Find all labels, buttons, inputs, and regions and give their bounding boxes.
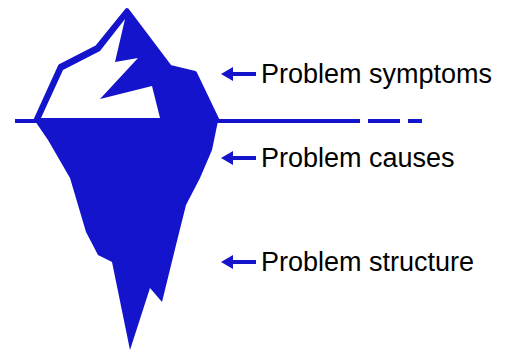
pointer-arrow-shaft: [230, 72, 256, 76]
iceberg-base: [35, 121, 218, 350]
pointer-arrow-shaft: [230, 260, 256, 264]
waterline: [15, 119, 360, 123]
callout-label: Problem causes: [261, 144, 455, 172]
pointer-arrow-head: [221, 151, 233, 165]
pointer-arrow-shaft: [230, 156, 256, 160]
callout-label: Problem symptoms: [261, 60, 492, 88]
waterline-dash: [408, 119, 422, 123]
pointer-arrow-head: [221, 255, 233, 269]
iceberg-tip: [35, 10, 218, 121]
iceberg-highlight: [41, 19, 160, 118]
waterline-dash: [368, 119, 400, 123]
callout-label: Problem structure: [261, 248, 474, 276]
pointer-arrow-head: [221, 67, 233, 81]
